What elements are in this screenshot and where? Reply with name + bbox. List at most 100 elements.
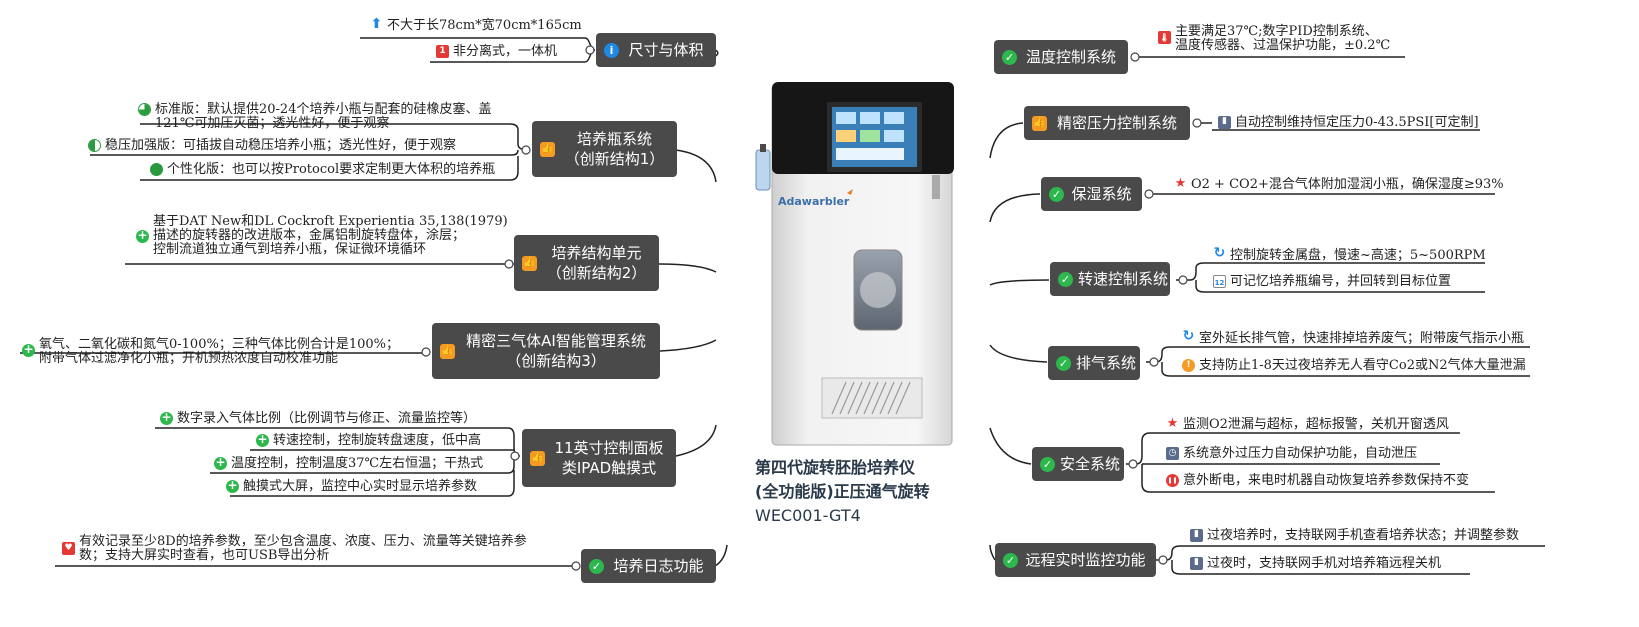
leaf-panel-speed: 转速控制，控制旋转盘速度，低中高 <box>256 434 481 448</box>
plus-icon <box>22 344 35 357</box>
node-culture-bottle[interactable]: 培养瓶系统（创新结构1） <box>532 121 677 177</box>
leaf-bottle-standard-text: 标准版：默认提供20-24个培养小瓶与配套的硅橡皮塞、盖121℃可加压灭菌；透光… <box>155 103 503 131</box>
leaf-bottle-custom-text: 个性化版：也可以按Protocol要求定制更大体积的培养瓶 <box>167 163 495 177</box>
node-temperature[interactable]: 温度控制系统 <box>994 40 1128 74</box>
leaf-safety-power-text: 意外断电，来电时机器自动恢复培养参数保持不变 <box>1183 474 1469 488</box>
node-pressure[interactable]: 精密压力控制系统 <box>1024 106 1190 140</box>
node-exhaust-label: 排气系统 <box>1076 354 1136 373</box>
node-control-panel-label2: 类IPAD触摸式 <box>550 458 668 478</box>
node-culture-structure-label1: 培养结构单元 <box>542 243 651 263</box>
node-culture-structure[interactable]: 培养结构单元（创新结构2） <box>514 235 659 291</box>
leaf-safety-o2-text: 监测O2泄漏与超标，超标报警，关机开窗透风 <box>1183 418 1449 432</box>
leaf-temp-desc: 主要满足37℃;数字PID控制系统、温度传感器、过温保护功能，±0.2℃ <box>1158 25 1390 53</box>
node-exhaust[interactable]: 排气系统 <box>1048 346 1140 380</box>
node-speed-control[interactable]: 转速控制系统 <box>1050 262 1170 296</box>
node-humidity[interactable]: 保湿系统 <box>1041 177 1142 211</box>
leaf-structure-desc-line3: 控制流道独立通气到培养小瓶，保证微环境循环 <box>153 243 508 257</box>
leaf-remote-shutdown: 过夜时，支持联网手机对培养箱远程关机 <box>1190 557 1441 571</box>
plus-icon <box>160 412 173 425</box>
pause-icon <box>1166 474 1179 487</box>
thumbs-up-icon <box>530 451 545 466</box>
node-gas-management[interactable]: 精密三气体AI智能管理系统（创新结构3） <box>432 323 660 379</box>
node-temperature-label: 温度控制系统 <box>1022 48 1120 67</box>
priority-1-icon <box>436 45 449 58</box>
leaf-gas-desc: 氧气、二氧化碳和氮气0-100%；三种气体比例合计是100%；附带气体过滤净化小… <box>22 338 399 366</box>
leaf-exhaust-leak-text: 支持防止1-8天过夜培养无人看守Co2或N2气体大量泄漏 <box>1199 359 1526 373</box>
thumbs-up-icon <box>522 256 537 271</box>
leaf-safety-overpressure-text: 系统意外过压力自动保护功能，自动泄压 <box>1183 447 1417 461</box>
leaf-remote-view-text: 过夜培养时，支持联网手机查看培养状态；并调整参数 <box>1207 529 1519 543</box>
star-icon <box>1166 418 1179 431</box>
leaf-log-desc-line2: 数；支持大屏实时查看，也可USB导出分析 <box>79 549 527 563</box>
leaf-speed-range-text: 控制旋转金属盘，慢速~高速；5~500RPM <box>1230 249 1486 263</box>
chart-icon <box>1190 529 1203 542</box>
product-model: WEC001-GT4 <box>755 504 930 528</box>
product-title: 第四代旋转胚胎培养仪 (全功能版)正压通气旋转 WEC001-GT4 <box>755 456 930 528</box>
leaf-exhaust-pipe: 室外延长排气管，快速排掉培养废气；附带废气指示小瓶 <box>1182 332 1524 346</box>
leaf-panel-temp-text: 温度控制，控制温度37℃左右恒温；干热式 <box>231 457 483 471</box>
leaf-gas-desc-line1: 氧气、二氧化碳和氮气0-100%；三种气体比例合计是100%； <box>39 338 399 352</box>
node-control-panel-label1: 11英寸控制面板 <box>550 438 668 458</box>
rotate-icon <box>1182 332 1195 345</box>
chart-icon <box>1190 557 1203 570</box>
info-icon <box>604 43 619 58</box>
leaf-panel-gas-ratio-text: 数字录入气体比例（比例调节与修正、流量监控等） <box>177 412 476 426</box>
check-icon <box>1002 50 1017 65</box>
node-culture-log[interactable]: 培养日志功能 <box>581 549 716 583</box>
node-remote-monitor[interactable]: 远程实时监控功能 <box>995 543 1156 577</box>
plus-icon <box>136 230 149 243</box>
leaf-panel-gas-ratio: 数字录入气体比例（比例调节与修正、流量监控等） <box>160 412 476 426</box>
heart-icon <box>62 542 75 555</box>
node-remote-monitor-label: 远程实时监控功能 <box>1023 551 1148 570</box>
node-gas-management-label2: （创新结构3） <box>460 351 652 371</box>
node-gas-management-label1: 精密三气体AI智能管理系统 <box>460 331 652 351</box>
leaf-exhaust-leak: 支持防止1-8天过夜培养无人看守Co2或N2气体大量泄漏 <box>1182 359 1526 373</box>
leaf-humidity-desc: O2 + CO2+混合气体附加湿润小瓶，确保湿度≥93% <box>1174 178 1504 192</box>
check-icon <box>1040 457 1055 472</box>
leaf-bottle-custom: 个性化版：也可以按Protocol要求定制更大体积的培养瓶 <box>150 163 495 177</box>
plus-icon <box>214 457 227 470</box>
thermometer-icon <box>1158 31 1171 44</box>
leaf-bottle-pressure: 稳压加强版：可插拔自动稳压培养小瓶；透光性好，便于观察 <box>88 139 456 153</box>
node-humidity-label: 保湿系统 <box>1069 185 1134 204</box>
leaf-safety-overpressure: 系统意外过压力自动保护功能，自动泄压 <box>1166 447 1417 461</box>
chart-icon <box>1218 116 1231 129</box>
leaf-humidity-desc-text: O2 + CO2+混合气体附加湿润小瓶，确保湿度≥93% <box>1191 178 1504 192</box>
leaf-speed-memory-text: 可记忆培养瓶编号，并回转到目标位置 <box>1230 275 1451 289</box>
check-icon <box>1056 356 1071 371</box>
calendar-icon <box>1213 275 1226 288</box>
leaf-remote-view: 过夜培养时，支持联网手机查看培养状态；并调整参数 <box>1190 529 1519 543</box>
pie-half-icon <box>88 139 101 152</box>
pie-full-icon <box>150 163 163 176</box>
leaf-panel-speed-text: 转速控制，控制旋转盘速度，低中高 <box>273 434 481 448</box>
incubator-device-image: Adawarbler <box>742 80 954 452</box>
arrow-up-icon <box>370 19 383 32</box>
leaf-panel-screen-text: 触摸式大屏，监控中心实时显示培养参数 <box>243 480 477 494</box>
product-title-line2: (全功能版)正压通气旋转 <box>755 480 930 504</box>
leaf-log-desc: 有效记录至少8D的培养参数，至少包含温度、浓度、压力、流量等关键培养参数；支持大… <box>62 535 527 563</box>
node-culture-bottle-label1: 培养瓶系统 <box>560 129 669 149</box>
thumbs-up-icon <box>540 142 555 157</box>
leaf-size-integrated-text: 非分离式，一体机 <box>453 45 557 59</box>
warning-icon <box>1182 359 1195 372</box>
brand-logo: Adawarbler <box>778 195 850 208</box>
plus-icon <box>256 434 269 447</box>
node-safety[interactable]: 安全系统 <box>1032 447 1124 481</box>
node-culture-structure-label2: （创新结构2） <box>542 263 651 283</box>
leaf-log-desc-line1: 有效记录至少8D的培养参数，至少包含温度、浓度、压力、流量等关键培养参 <box>79 535 527 549</box>
leaf-structure-desc: 基于DAT New和DL Cockroft Experientia 35,138… <box>136 215 508 257</box>
node-size-volume-label: 尺寸与体积 <box>624 41 708 60</box>
leaf-size-integrated: 非分离式，一体机 <box>436 45 557 59</box>
leaf-bottle-standard: 标准版：默认提供20-24个培养小瓶与配套的硅橡皮塞、盖121℃可加压灭菌；透光… <box>138 103 503 131</box>
check-icon <box>1003 553 1018 568</box>
pie-three-quarter-icon <box>138 103 151 116</box>
leaf-structure-desc-line2: 描述的旋转器的改进版本，金属铝制旋转盘体，涂层； <box>153 229 508 243</box>
check-icon <box>1049 187 1064 202</box>
thumbs-up-icon <box>1032 116 1047 131</box>
node-speed-control-label: 转速控制系统 <box>1078 270 1168 289</box>
leaf-safety-power: 意外断电，来电时机器自动恢复培养参数保持不变 <box>1166 474 1469 488</box>
rotate-icon <box>1213 249 1226 262</box>
node-culture-log-label: 培养日志功能 <box>609 557 708 576</box>
node-size-volume[interactable]: 尺寸与体积 <box>596 33 716 67</box>
